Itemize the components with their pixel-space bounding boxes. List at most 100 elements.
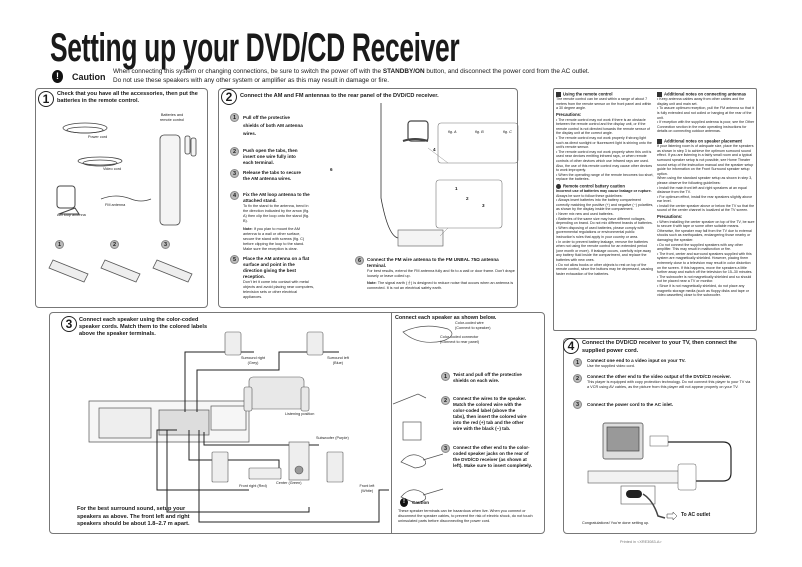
speaker-caution-icon: ! xyxy=(400,498,408,507)
tv-step-2-text: Connect the other end to the video outpu… xyxy=(587,374,751,389)
wire-step-3: 3 xyxy=(441,444,450,453)
battery-step-2: 2 xyxy=(110,240,119,249)
wire-step-2: 2 xyxy=(441,396,450,405)
color-coded-wire-label: Color-coded wire (Connect to speaker) xyxy=(455,321,491,330)
sofa xyxy=(243,376,310,412)
antenna-step-5-text: Place the AM antenna on a flat surface a… xyxy=(243,256,315,299)
tv-connection-diagram xyxy=(587,422,732,521)
color-coded-connector-label: Color-coded connector (Connect to rear p… xyxy=(440,335,480,344)
callout-6: 6 xyxy=(330,167,333,172)
printed-in: Printed in <XRE3083-A> xyxy=(620,540,662,544)
rear-panel-terminals xyxy=(397,229,444,247)
caution-text: When connecting this system or changing … xyxy=(113,68,590,84)
video-out-detail xyxy=(677,463,697,491)
speaker-caution-text: These speaker terminals can be hazardous… xyxy=(398,509,533,523)
battery-caution-icon xyxy=(556,183,561,189)
surround-right-label: Surround right (Grey) xyxy=(240,356,266,365)
notes-left-column: Using the remote control The remote cont… xyxy=(556,91,654,276)
antenna-step-3: 3 xyxy=(230,169,239,178)
callout-3: 3 xyxy=(482,203,485,208)
video-cord-image xyxy=(77,156,123,167)
tv-step-3-text: Connect the power cord to the AC inlet. xyxy=(587,402,674,407)
am-loop xyxy=(407,120,429,142)
fm-antenna-image xyxy=(100,195,152,202)
remote-note-icon xyxy=(556,92,561,97)
step3-number: 3 xyxy=(61,316,77,332)
speaker-placement-tip: For the best surround sound, setup your … xyxy=(77,506,190,527)
subwoofer-label: Subwoofer (Purple) xyxy=(316,436,349,440)
antenna-step-2-text: Push open the tabs, then insert one wire… xyxy=(243,148,298,165)
power-cord-image xyxy=(62,122,108,134)
tv-step-1-text: Connect one end to a video input on your… xyxy=(587,358,686,368)
caution-label: Caution xyxy=(72,72,106,82)
congrats-text: Congratulations! You're done setting up. xyxy=(582,521,650,525)
batteries-label: Batteries and remote control xyxy=(159,113,185,122)
connector-1 xyxy=(400,453,444,469)
antenna-step-6-text: Connect the FM wire antenna to the FM UN… xyxy=(367,257,515,290)
caution-icon: ! xyxy=(52,70,63,83)
video-cord-label: Video cord xyxy=(103,167,122,171)
receiver-rear-panel xyxy=(88,400,250,443)
notes-right-column: Additional notes on connecting antennas … xyxy=(657,91,755,298)
wire-connection-box xyxy=(391,312,545,534)
video-cord xyxy=(668,441,732,482)
cord-bundle xyxy=(402,325,453,343)
step2-number: 2 xyxy=(221,89,237,105)
antenna-step-4: 4 xyxy=(230,191,239,200)
ac-outlet-label: To AC outlet xyxy=(681,512,711,518)
fm-antenna-label: FM antenna xyxy=(105,203,126,207)
page-title: Setting up your DVD/CD Receiver xyxy=(50,26,460,70)
wire-heading: Connect each speaker as shown below. xyxy=(395,315,497,321)
step1-heading: Check that you have all the accessories,… xyxy=(57,91,198,104)
front-left-label: Front left (White) xyxy=(359,484,375,493)
antenna-step-4-text: Fix the AM loop antenna to the attached … xyxy=(243,192,310,251)
battery-step-1: 1 xyxy=(55,240,64,249)
antenna-step-5: 5 xyxy=(230,255,239,264)
callout-2: 2 xyxy=(466,196,469,201)
callout-1: 1 xyxy=(455,186,458,191)
front-right-label: Front right (Red) xyxy=(239,484,267,488)
battery-step-3: 3 xyxy=(161,240,170,249)
front-left-speaker xyxy=(326,451,344,483)
antenna-step-6: 6 xyxy=(355,256,364,265)
tv-step-2: 2 xyxy=(573,374,582,383)
ac-inlet xyxy=(626,490,642,498)
battery-step-images xyxy=(48,259,193,283)
antenna-step-1-text: Pull off the protective shields of both … xyxy=(243,115,303,136)
notes-panel xyxy=(553,88,757,331)
step2-panel xyxy=(218,88,518,308)
tv-step-1: 1 xyxy=(573,358,582,367)
step4-number: 4 xyxy=(563,338,579,354)
power-cord xyxy=(642,493,666,519)
fig-box xyxy=(437,122,519,164)
am-antenna-image xyxy=(56,185,80,215)
antenna-step-1: 1 xyxy=(230,113,239,122)
surround-right-speaker xyxy=(224,331,242,356)
callout-4: 4 xyxy=(433,147,436,152)
antenna-connection-diagram xyxy=(380,103,519,247)
fm-wire xyxy=(380,103,399,239)
wire-step-1-text: Twist and pull off the protective shield… xyxy=(453,372,522,383)
fig-a-label: fig. A xyxy=(448,130,457,134)
receiver-rear xyxy=(587,470,689,484)
step1-number: 1 xyxy=(38,91,54,107)
front-right-speaker xyxy=(211,451,229,483)
accessories-illustration xyxy=(48,122,197,283)
listening-position-label: Listening position xyxy=(285,412,315,416)
step2-heading: Connect the AM and FM antennas to the re… xyxy=(240,93,439,99)
tv-video-input xyxy=(649,435,669,447)
fig-b-label: fig. B xyxy=(475,130,484,134)
speaker-terminal xyxy=(402,421,422,441)
center-speaker xyxy=(248,467,282,480)
surround-left-speaker xyxy=(306,331,324,356)
am-antenna-label: AM loop antenna xyxy=(57,213,86,217)
speaker-wires xyxy=(156,351,389,523)
wire-tip xyxy=(392,393,427,405)
arrow-icon xyxy=(666,511,678,521)
fig-c-label: fig. C xyxy=(503,130,512,134)
step3-heading: Connect each speaker using the color-cod… xyxy=(79,317,208,337)
speaker-layout-diagram xyxy=(88,331,389,523)
speaker-caution-label: Caution xyxy=(412,500,430,505)
terminal-detail-box xyxy=(435,179,503,229)
antenna-note-icon xyxy=(657,92,662,97)
